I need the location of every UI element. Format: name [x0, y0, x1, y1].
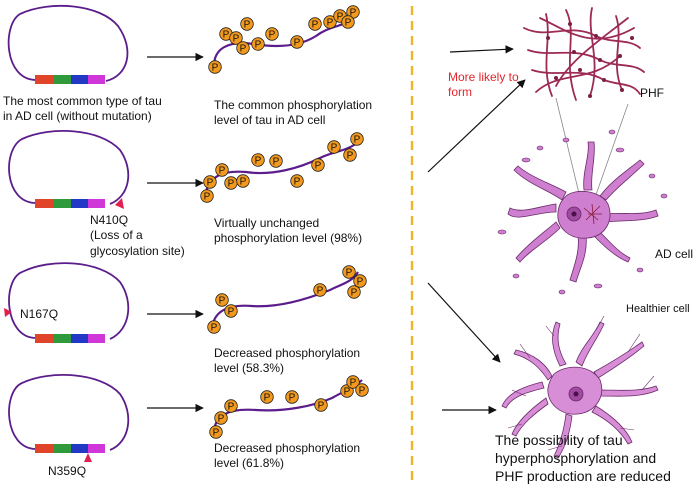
zoom-line-left [555, 97, 583, 207]
conclusion-text: The possibility of tau hyperphosphorylat… [495, 431, 671, 486]
row1-left-caption-line2: in AD cell (without mutation) [3, 109, 152, 124]
ad-cell-fragments [497, 129, 668, 295]
arrow-ad-branch [427, 79, 526, 173]
mutation-marker-n359q [84, 453, 92, 462]
row4-right-caption-line2: level (61.8%) [214, 456, 285, 471]
healthier-cell-label: Healthier cell [626, 303, 690, 315]
tau-protein-row1 [7, 4, 129, 84]
conclusion-line3: PHF production are reduced [495, 468, 671, 485]
row1-left-caption-line1: The most common type of tau [3, 94, 162, 108]
row1-right-caption-line1: The common phosphorylation [214, 98, 373, 112]
ad-cell-tangle [583, 203, 602, 225]
tau-protein-row2 [8, 130, 130, 209]
row4-right-caption-line1: Decreased phosphorylation [214, 441, 361, 455]
phf-tangle [523, 7, 645, 101]
row3-right-caption-line2: level (58.3%) [214, 361, 285, 376]
row1-right-caption: The common phosphorylation level of tau … [214, 98, 372, 129]
tau-protein-row4 [8, 374, 130, 462]
tau-protein-row3 [4, 262, 130, 343]
more-likely-line1: More likely to [448, 70, 519, 84]
row2-right-caption-line1: Virtually unchanged [214, 216, 320, 230]
zoom-line-right [591, 103, 629, 207]
conclusion-line1: The possibility of tau [495, 432, 623, 448]
row2-mutation-line3: glycosylation site) [90, 243, 185, 258]
row1-right-caption-line2: level of tau in AD cell [214, 113, 326, 128]
phf-tangle-beads [546, 22, 634, 98]
row3-right-caption: Decreased phosphorylation level (58.3%) [214, 346, 360, 377]
arrow-to-phf [449, 45, 514, 54]
phospho-tau-row2 [200, 132, 364, 204]
more-likely-line2: form [448, 85, 472, 100]
row3-right-caption-line1: Decreased phosphorylation [214, 346, 361, 360]
row1-left-caption: The most common type of tau in AD cell (… [3, 94, 162, 125]
mutation-marker-n410q [115, 198, 124, 209]
row3-mutation-label: N167Q [20, 307, 59, 321]
conclusion-line2: hyperphosphorylation and [495, 450, 657, 467]
row2-mutation-line1: N410Q [90, 213, 129, 227]
phospho-tau-row3 [207, 265, 367, 335]
row4-right-caption: Decreased phosphorylation level (61.8%) [214, 441, 360, 472]
arrow-healthy-branch [427, 282, 501, 363]
row2-mutation-line2: (Loss of a [90, 228, 143, 243]
ad-cell-label: AD cell [655, 247, 694, 261]
ad-cell-illustration [507, 141, 659, 283]
phf-label: PHF [640, 86, 664, 100]
row4-mutation-label: N359Q [48, 464, 87, 478]
healthy-cell-branches [507, 315, 655, 451]
row2-mutation-label: N410Q (Loss of a glycosylation site) [90, 213, 185, 259]
more-likely-label: More likely to form [448, 70, 519, 101]
phospho-tau-row4 [209, 375, 369, 440]
phospho-tau-row1 [208, 5, 360, 75]
row2-right-caption: Virtually unchanged phosphorylation leve… [214, 216, 362, 247]
row2-right-caption-line2: phosphorylation level (98%) [214, 231, 363, 246]
mutation-marker-n167q [4, 308, 12, 317]
